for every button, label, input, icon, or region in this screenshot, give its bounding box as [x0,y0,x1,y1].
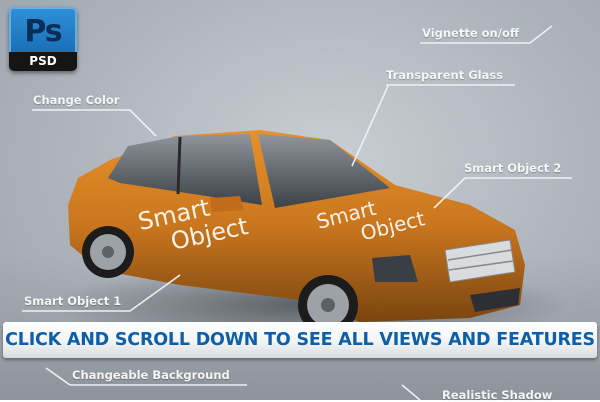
callout-realistic-shadow: Realistic Shadow [442,388,553,402]
callout-vignette: Vignette on/off [422,26,520,40]
banner-text: CLICK AND SCROLL DOWN TO SEE ALL VIEWS A… [5,330,595,350]
callout-changeable-background: Changeable Background [72,368,230,382]
psd-label: PSD [9,52,77,71]
ps-logo-text: Ps [9,7,77,52]
callout-transparent-glass: Transparent Glass [386,68,504,82]
photoshop-icon: Ps PSD [9,7,77,71]
callout-smart-object-2: Smart Object 2 [464,161,562,175]
callout-smart-object-1: Smart Object 1 [24,294,122,308]
callout-change-color: Change Color [33,93,120,107]
scroll-banner[interactable]: CLICK AND SCROLL DOWN TO SEE ALL VIEWS A… [3,322,597,358]
